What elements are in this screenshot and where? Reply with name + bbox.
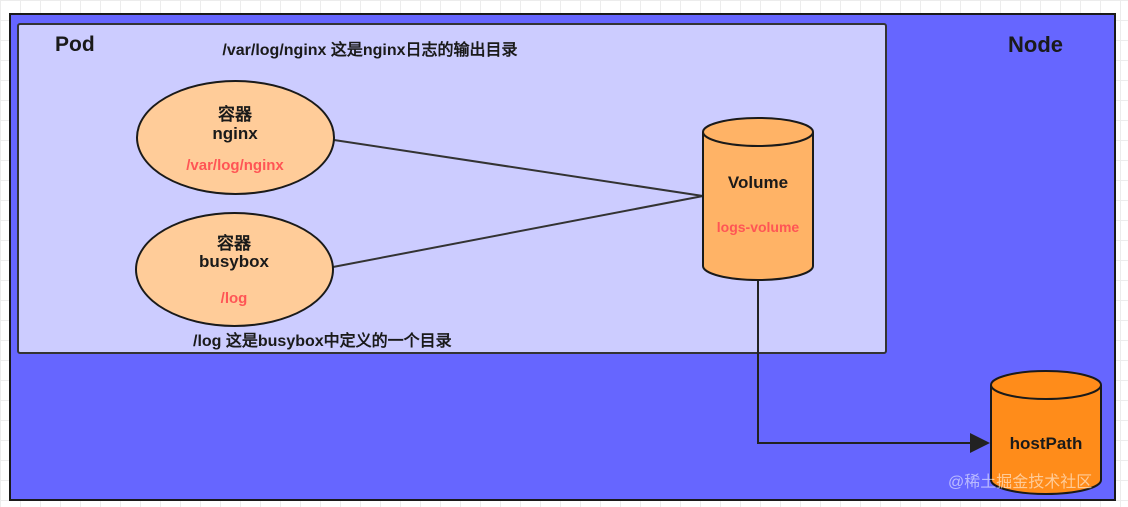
- nginx-log-note: /var/log/nginx 这是nginx日志的输出目录: [222, 42, 518, 59]
- volume-label: Volume: [727, 173, 789, 192]
- busybox-log-note: /log 这是busybox中定义的一个目录: [193, 333, 452, 350]
- nginx-container-name: nginx: [212, 124, 258, 143]
- volume-cylinder: [702, 117, 814, 281]
- volume-name: logs-volume: [716, 219, 800, 235]
- node-label: Node: [1008, 32, 1063, 57]
- busybox-container-name: busybox: [199, 252, 269, 271]
- nginx-volume-link: [333, 139, 704, 197]
- watermark: @稀土掘金技术社区: [948, 474, 1093, 491]
- hostpath-label: hostPath: [1009, 434, 1083, 453]
- pod-label: Pod: [55, 33, 95, 56]
- busybox-container-path: /log: [220, 290, 248, 307]
- nginx-container-title: 容器: [218, 105, 252, 124]
- nginx-container-path: /var/log/nginx: [186, 157, 284, 174]
- busybox-volume-link: [332, 195, 704, 268]
- busybox-container-title: 容器: [217, 234, 251, 253]
- volume-hostpath-link: [757, 279, 990, 453]
- hostpath-cylinder: [990, 370, 1102, 495]
- nginx-container: [136, 80, 335, 195]
- busybox-container: [135, 212, 334, 327]
